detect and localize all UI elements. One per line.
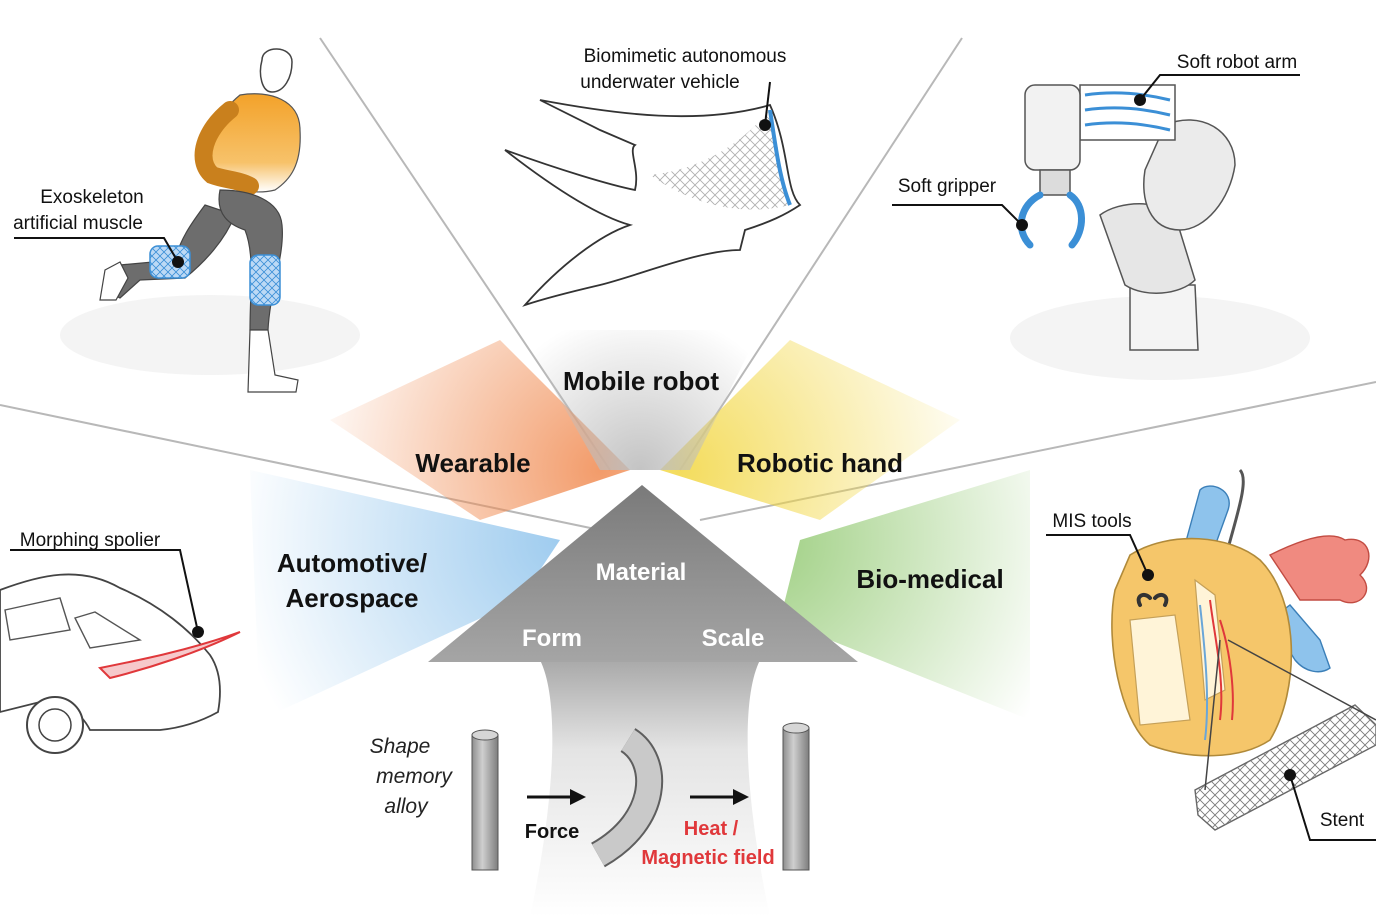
running-person-illustration: Exoskeleton artificial muscle [13, 48, 360, 393]
auv-label-line1: Biomimetic autonomous [584, 46, 787, 67]
exoskeleton-mesh [150, 246, 190, 278]
manta-actuator [768, 109, 792, 206]
sma-label-line3: alloy [384, 795, 429, 818]
mis-tool-jaws [1136, 592, 1169, 607]
separator-line [679, 37, 963, 471]
cylinder-body [471, 734, 499, 871]
heat-arrow [690, 789, 749, 805]
back-foot [99, 261, 129, 301]
soft-arm-fibers [1084, 91, 1171, 132]
gripper-callout-line [892, 204, 1023, 226]
morphing-spoiler-label: Morphing spolier [20, 530, 161, 551]
mis-tools-label: MIS tools [1052, 511, 1131, 532]
straight-cylinder-end [782, 722, 810, 871]
callout-dot [1142, 569, 1154, 581]
force-arrow-head [570, 789, 586, 805]
exoskeleton-callout-line [14, 237, 179, 263]
material-label: Material [596, 559, 687, 586]
exoskeleton-label-line2: artificial muscle [13, 213, 143, 234]
bent-cylinder-body [591, 729, 662, 866]
car-side-window [4, 597, 71, 641]
manta-ray-illustration: Biomimetic autonomous underwater vehicle [504, 46, 802, 307]
stent-label: Stent [1320, 810, 1365, 831]
callout-dot [759, 119, 771, 131]
robot-wrist [1024, 84, 1081, 171]
stent-guide-line [1227, 639, 1376, 721]
back-leg [104, 204, 236, 299]
spoiler-callout-line [10, 549, 199, 633]
automotive-label-line2: Aerospace [286, 583, 419, 613]
sma-label-line1: Shape [370, 735, 431, 758]
callout-dot [172, 256, 184, 268]
arm-callout-line [1139, 74, 1300, 101]
heart-illustration: MIS tools Stent [1046, 468, 1376, 841]
form-label: Form [522, 625, 582, 652]
bio-medical-label: Bio-medical [856, 564, 1003, 594]
bio-medical-glow [780, 470, 1030, 720]
heat-label-line1: Heat / [684, 818, 739, 840]
exoskeleton-mesh [250, 255, 280, 305]
car-wheel [26, 696, 84, 754]
arm [194, 101, 259, 195]
scale-label: Scale [702, 625, 765, 652]
heat-arrow-head [733, 789, 749, 805]
soft-robot-arm-label: Soft robot arm [1177, 52, 1297, 73]
stent-mesh [1195, 705, 1376, 830]
callout-dot [1134, 94, 1146, 106]
mobile-robot-glow [520, 330, 760, 470]
soft-gripper-label: Soft gripper [898, 176, 997, 197]
gripper-mount [1039, 169, 1071, 196]
force-label: Force [525, 821, 579, 843]
robot-arm-illustration: Soft robot arm Soft gripper [892, 52, 1310, 380]
morphing-spoiler [97, 631, 241, 680]
callout-dot [1016, 219, 1028, 231]
mis-callout-line [1046, 534, 1149, 576]
cylinder-body [782, 727, 810, 871]
heart-chamber [1129, 614, 1191, 726]
ground-shadow [60, 295, 360, 375]
head [259, 48, 293, 93]
arrow-head [428, 485, 858, 662]
soft-gripper-fingers [1017, 191, 1085, 249]
robotic-hand-glow [660, 340, 960, 520]
vessel-red [1268, 535, 1370, 604]
robot-base [1129, 284, 1199, 351]
straight-cylinder-start [471, 729, 499, 871]
auv-label-line2: underwater vehicle [580, 72, 739, 93]
stent-callout-line [1289, 774, 1376, 841]
automotive-glow [250, 470, 560, 720]
sector-glows [250, 330, 1030, 720]
manta-fin-mesh [650, 110, 790, 210]
auv-callout-line [764, 81, 771, 126]
robotic-hand-label: Robotic hand [737, 448, 903, 478]
cylinder-top [471, 729, 499, 741]
front-foot [247, 329, 299, 393]
automotive-label-line1: Automotive/ [277, 548, 427, 578]
callout-dot [192, 626, 204, 638]
sma-label-line2: memory [376, 765, 453, 788]
wearable-label: Wearable [415, 448, 530, 478]
callout-dot [1284, 769, 1296, 781]
cylinder-top [782, 722, 810, 734]
car-illustration: Morphing spolier [0, 530, 241, 754]
force-arrow [527, 789, 586, 805]
bent-cylinder [590, 728, 664, 868]
wearable-glow [330, 340, 630, 520]
mobile-robot-label: Mobile robot [563, 366, 719, 396]
shape-memory-alloy-sequence: Shape memory alloy Force Heat / Magnetic… [370, 722, 810, 871]
stent-guide-line [1204, 639, 1221, 791]
robot-elbow [1143, 119, 1236, 231]
car-hubcap [38, 708, 72, 742]
heart-vein [1199, 604, 1209, 741]
car-rear-window [74, 611, 142, 649]
heat-label-line2: Magnetic field [641, 847, 774, 869]
exoskeleton-label-line1: Exoskeleton [40, 187, 144, 208]
